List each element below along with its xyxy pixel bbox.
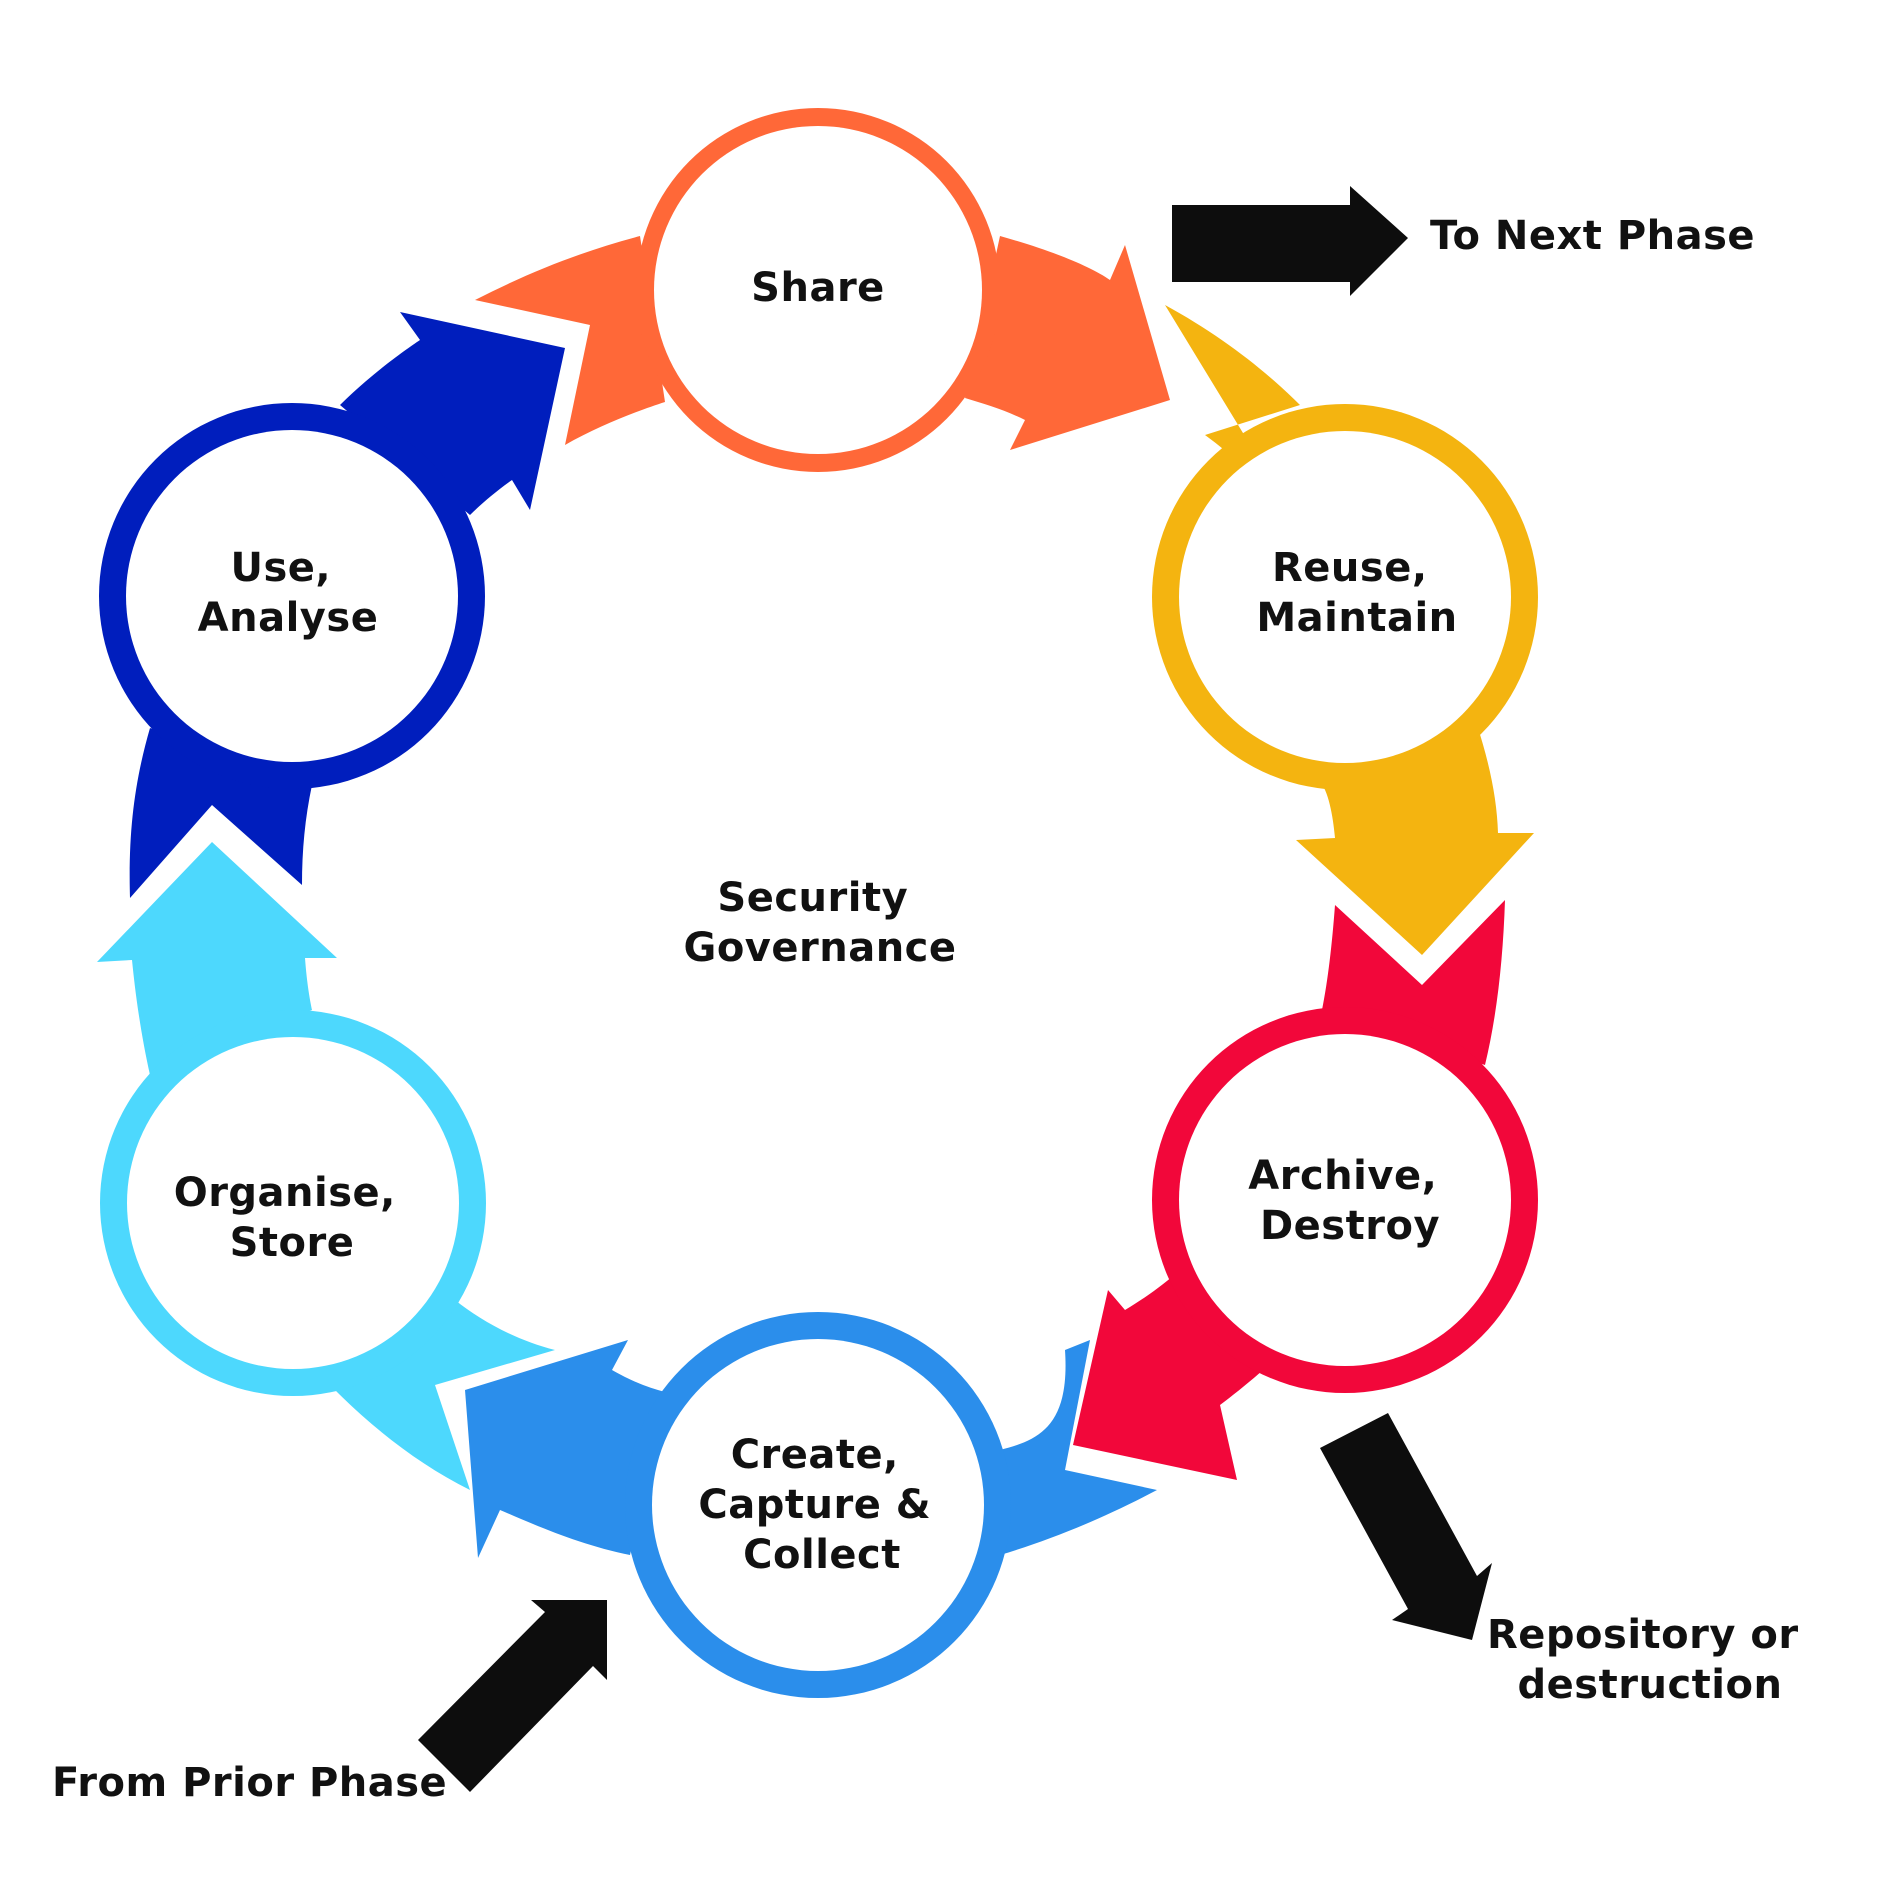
stage-archive-destroy-inner	[1179, 1034, 1511, 1366]
reuse-to-archive-arrow	[1165, 305, 1300, 520]
repository-flow: Repository or destruction	[1320, 1413, 1813, 1708]
stage-share[interactable]	[636, 108, 1000, 472]
stage-archive-destroy-label: Archive, Destroy	[1248, 1153, 1451, 1249]
next-phase-flow: To Next Phase	[1172, 186, 1755, 296]
stage-organise-store[interactable]	[100, 1010, 486, 1396]
use-to-share-arrowhead	[340, 312, 565, 515]
arrow-right-icon	[1172, 186, 1408, 296]
stage-circles	[99, 108, 1538, 1698]
stage-create-capture-collect-label: Create, Capture & Collect	[698, 1432, 945, 1578]
external-flows: To Next Phase From Prior Phase Repositor…	[52, 186, 1813, 1806]
next-phase-label: To Next Phase	[1430, 213, 1755, 259]
stage-organise-store-inner	[127, 1037, 459, 1369]
prior-phase-flow: From Prior Phase	[52, 1600, 607, 1806]
stage-archive-destroy[interactable]	[1152, 1007, 1538, 1393]
stage-use-analyse[interactable]	[99, 403, 485, 789]
arrow-down-right-icon	[1320, 1413, 1492, 1640]
share-to-reuse-arrow	[965, 236, 1170, 450]
stage-use-analyse-label: Use, Analyse	[198, 545, 379, 641]
stage-share-inner	[654, 126, 982, 454]
use-to-share-arrow	[475, 236, 665, 445]
stage-labels: Share Reuse, Maintain Archive, Destroy C…	[174, 265, 1457, 1578]
prior-phase-label: From Prior Phase	[52, 1760, 447, 1806]
stage-reuse-maintain[interactable]	[1152, 404, 1538, 790]
stage-reuse-maintain-inner	[1179, 431, 1511, 763]
repository-label: Repository or destruction	[1487, 1612, 1813, 1708]
stage-share-label: Share	[751, 265, 885, 311]
arrow-up-right-icon	[418, 1600, 607, 1792]
stage-reuse-maintain-label: Reuse, Maintain	[1256, 545, 1457, 641]
center-label: Security Governance	[683, 875, 956, 971]
stage-create-capture-collect[interactable]	[625, 1312, 1011, 1698]
stage-organise-store-label: Organise, Store	[174, 1170, 411, 1266]
stage-create-capture-collect-inner	[652, 1339, 984, 1671]
create-to-organise-arrowbody	[1000, 1340, 1157, 1555]
stage-use-analyse-inner	[126, 430, 458, 762]
create-to-organise-arrowhead	[465, 1340, 665, 1558]
organise-to-use-arrowbody	[335, 1300, 555, 1490]
